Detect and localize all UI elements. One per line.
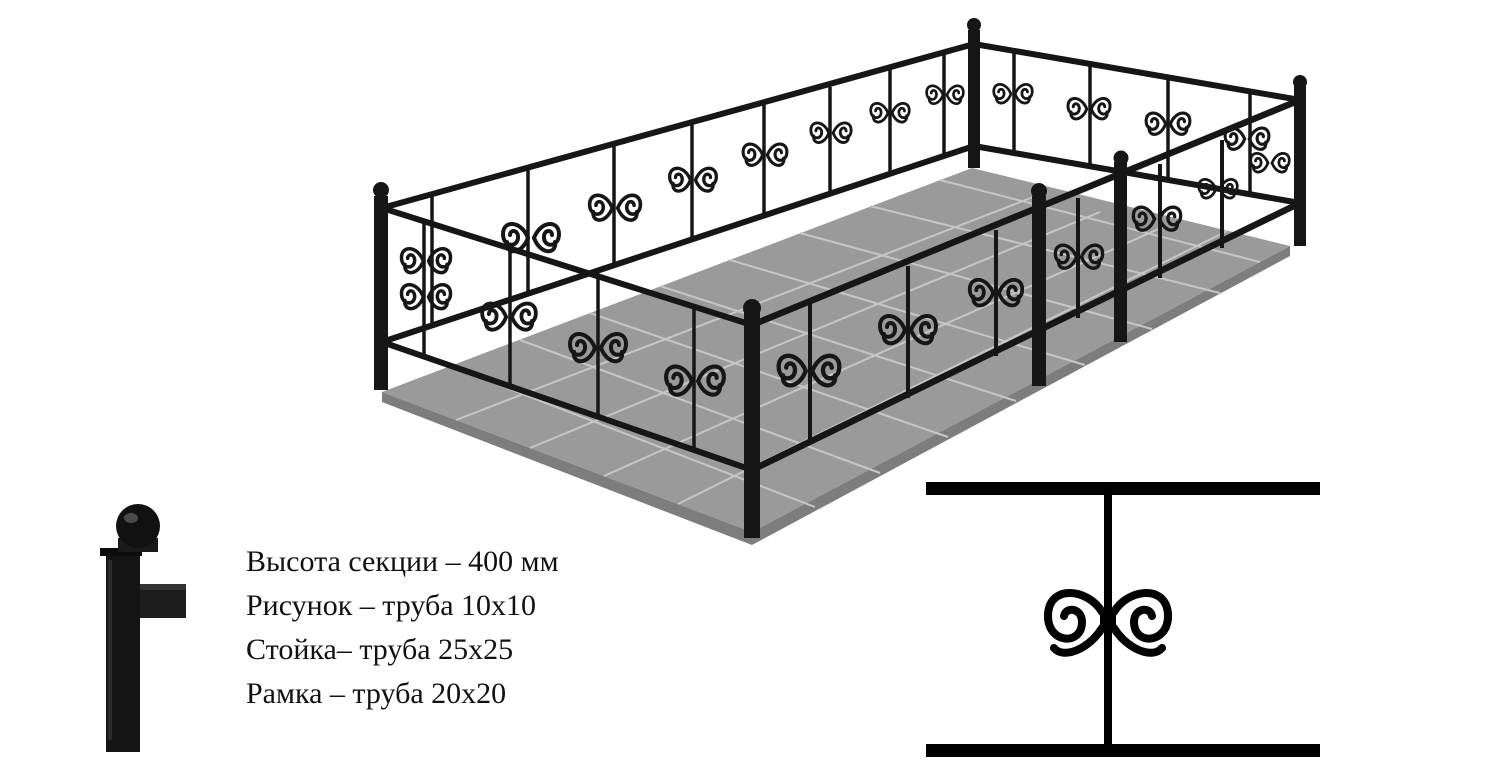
fence-front-balusters — [808, 140, 1224, 444]
fence-render — [373, 18, 1307, 545]
fence-front-posts — [373, 150, 1129, 538]
fence-back-balusters — [430, 51, 1252, 326]
spec-frame: Рамка – труба 20х20 — [246, 677, 507, 710]
spec-pattern: Рисунок – труба 10х10 — [246, 589, 537, 622]
spec-list: Высота секции – 400 мм Рисунок – труба 1… — [246, 540, 559, 716]
spec-section-height: Высота секции – 400 мм — [246, 545, 559, 578]
spec-value: труба 20х20 — [352, 677, 507, 710]
fence-front-rails — [748, 96, 1304, 474]
spec-label: Высота секции — [246, 545, 439, 578]
spec-value: труба 10х10 — [382, 589, 537, 622]
spec-value: труба 25х25 — [359, 633, 514, 666]
fence-base-top — [382, 168, 1290, 532]
spec-label: Стойка — [246, 633, 337, 666]
spec-label: Рисунок — [246, 589, 353, 622]
fence-back-rails — [379, 41, 1303, 345]
spec-label: Рамка — [246, 677, 323, 710]
scroll-pattern-drawing — [926, 482, 1320, 757]
spec-value: 400 мм — [468, 545, 559, 578]
fence-left-side — [379, 205, 755, 473]
post-cap-detail — [100, 504, 186, 752]
spec-post: Стойка– труба 25х25 — [246, 633, 514, 666]
